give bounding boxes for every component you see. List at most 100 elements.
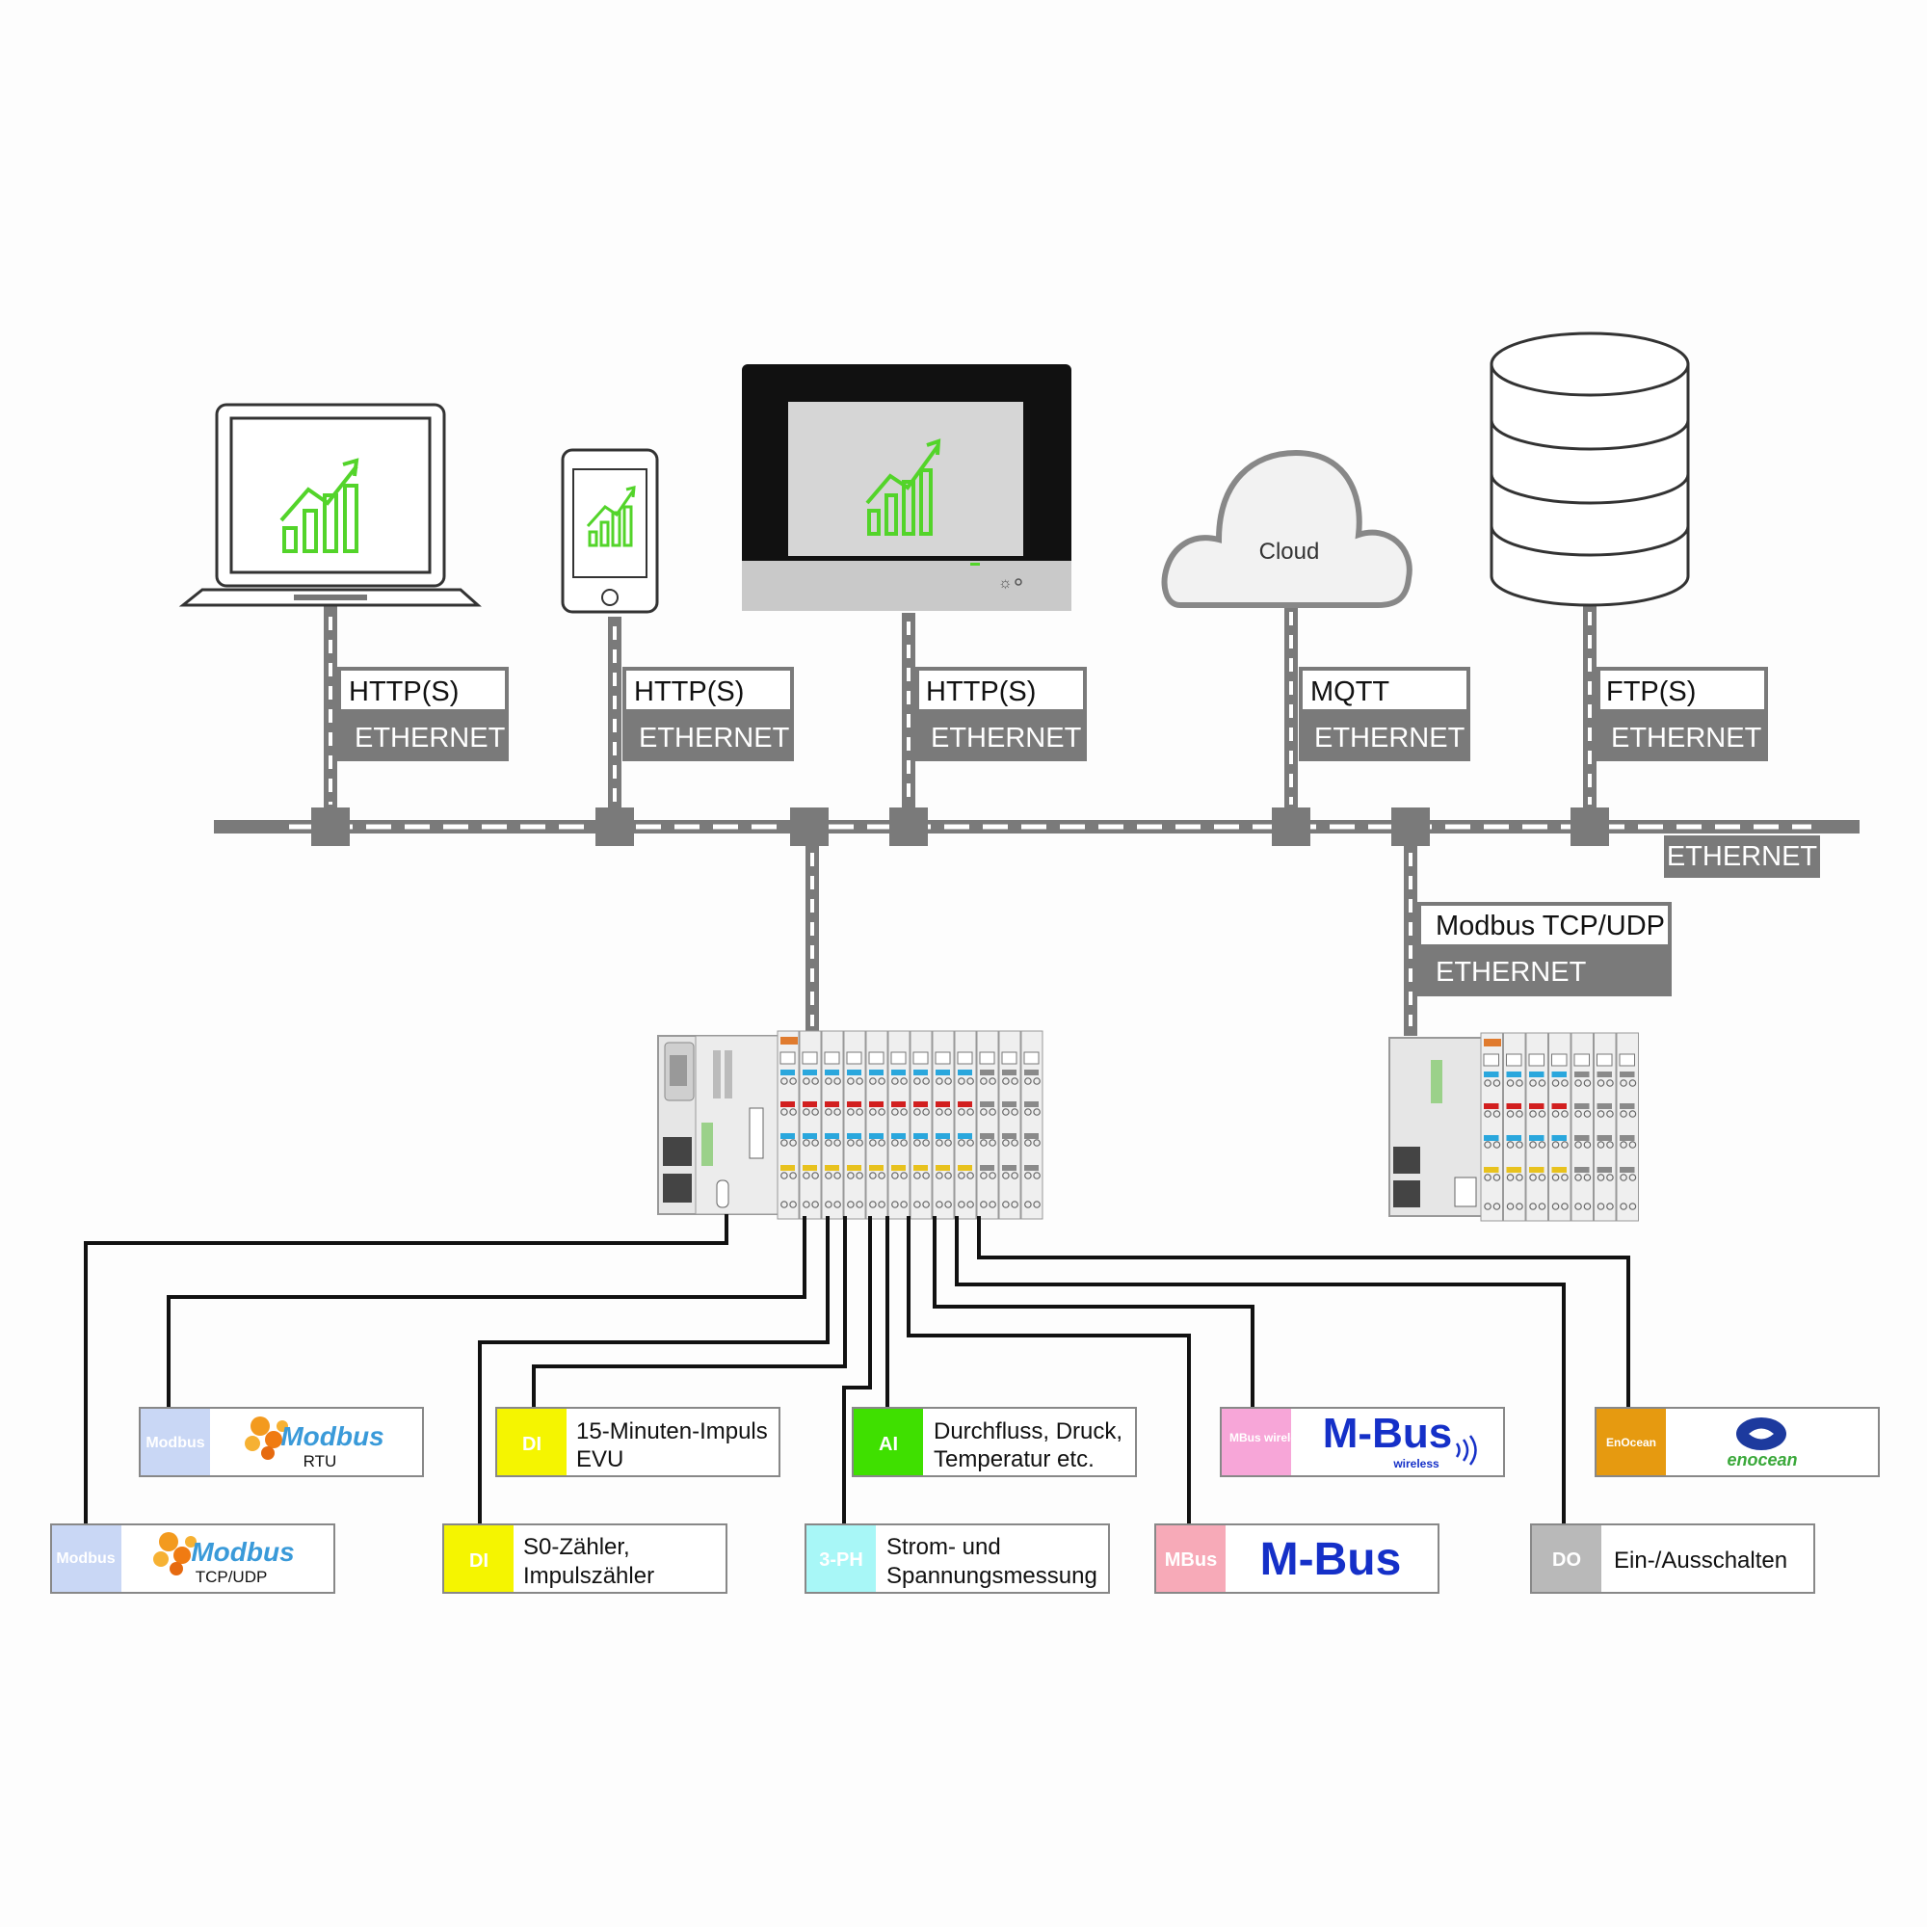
interface-tag: AI <box>879 1434 898 1455</box>
io-module <box>865 1030 888 1220</box>
io-module <box>1616 1032 1639 1222</box>
interface-sub: wireless <box>1392 1457 1439 1470</box>
interface-tag: DI <box>469 1550 488 1572</box>
interface-tag: EnOcean <box>1606 1436 1656 1449</box>
cloud-label: Cloud <box>1259 539 1320 565</box>
modbus-logo-icon <box>245 1416 288 1460</box>
interface-desc-line1: 15-Minuten-Impuls <box>576 1418 768 1444</box>
io-module-stack <box>1480 1032 1639 1222</box>
touch-panel-icon: ☼ <box>742 364 1071 611</box>
io-module <box>910 1030 933 1220</box>
interface-desc-line2: Temperatur etc. <box>934 1446 1095 1472</box>
interface-tag: Modbus <box>56 1550 115 1567</box>
protocol-box-cloud: MQTT ETHERNET <box>1299 667 1470 761</box>
interface-do: DO Ein-/Ausschalten <box>1530 1523 1815 1594</box>
interface-tag: DO <box>1552 1549 1581 1571</box>
growth-chart-icon <box>865 438 941 536</box>
bus-label-box <box>1664 835 1820 878</box>
interface-mbus-wireless: MBus wireless M-Bus wireless <box>1220 1407 1505 1477</box>
protocol-box-database: FTP(S) ETHERNET <box>1597 667 1768 761</box>
interface-sub: TCP/UDP <box>196 1568 268 1586</box>
io-module <box>1571 1032 1594 1222</box>
power-module-marker <box>1484 1039 1501 1046</box>
cloud-icon: Cloud <box>1161 449 1412 608</box>
protocol-label: MQTT <box>1310 676 1389 707</box>
interface-logo-text: M-Bus <box>1260 1534 1402 1585</box>
wireless-waves-icon <box>1455 1435 1477 1466</box>
interface-desc-line2: Impulszähler <box>523 1563 654 1589</box>
interface-desc-line1: Strom- und <box>886 1534 1001 1560</box>
protocol-box-modbus-tcp: Modbus TCP/UDP ETHERNET <box>1417 902 1672 996</box>
interface-logo-text: Modbus <box>280 1421 383 1451</box>
laptop-icon <box>178 403 482 607</box>
interface-tag: MBus <box>1165 1549 1217 1571</box>
io-module <box>1503 1032 1526 1222</box>
protocol-box-laptop: HTTP(S) ETHERNET <box>337 667 509 761</box>
interface-ai: AI Durchfluss, Druck, Temperatur etc. <box>852 1407 1137 1477</box>
interface-desc-line2: EVU <box>576 1446 623 1472</box>
power-module-marker <box>780 1037 798 1045</box>
protocol-label: HTTP(S) <box>634 676 744 707</box>
interface-logo-text: M-Bus <box>1323 1410 1452 1457</box>
io-module-stack <box>777 1030 1043 1220</box>
io-module <box>821 1030 844 1220</box>
interface-mbus: MBus M-Bus <box>1154 1523 1439 1594</box>
protocol-label: Modbus TCP/UDP <box>1436 911 1665 941</box>
interface-sub: RTU <box>304 1452 337 1470</box>
io-module <box>799 1030 822 1220</box>
medium-label: ETHERNET <box>931 723 1082 754</box>
plc-controller-secondary <box>1388 1032 1639 1222</box>
medium-label: ETHERNET <box>355 723 506 754</box>
io-module <box>1594 1032 1617 1222</box>
io-module <box>1480 1032 1503 1222</box>
interface-desc-line1: S0-Zähler, <box>523 1534 630 1560</box>
plc-controller-main <box>657 1030 1043 1220</box>
enocean-logo-icon <box>1736 1417 1786 1450</box>
bus-label: ETHERNET <box>1667 841 1818 872</box>
interface-tag: DI <box>522 1434 541 1455</box>
io-module <box>1020 1030 1043 1220</box>
interface-tag: MBus wireless <box>1229 1431 1310 1444</box>
io-module <box>954 1030 977 1220</box>
field-wiring <box>84 1214 1630 1524</box>
io-module <box>777 1030 800 1220</box>
interface-logo-text: enocean <box>1727 1450 1797 1469</box>
medium-label: ETHERNET <box>1611 723 1762 754</box>
io-module <box>843 1030 866 1220</box>
interface-modbus-tcp: Modbus Modbus TCP/UDP <box>50 1523 335 1594</box>
interface-3ph: 3-PH Strom- und Spannungsmessung <box>805 1523 1110 1594</box>
interface-di-s0: DI S0-Zähler, Impulszähler <box>442 1523 727 1594</box>
protocol-box-panel: HTTP(S) ETHERNET <box>915 667 1087 761</box>
medium-label: ETHERNET <box>1314 723 1465 754</box>
interface-desc-line1: Durchfluss, Druck, <box>934 1418 1122 1444</box>
protocol-label: FTP(S) <box>1606 676 1696 707</box>
io-module <box>887 1030 911 1220</box>
modbus-logo-icon <box>153 1532 197 1575</box>
interface-logo-text: Modbus <box>191 1537 294 1567</box>
growth-chart-icon <box>586 486 636 547</box>
protocol-box-phone: HTTP(S) ETHERNET <box>622 667 794 761</box>
interface-tag: 3-PH <box>819 1549 863 1571</box>
io-module <box>998 1030 1021 1220</box>
growth-chart-icon <box>279 458 359 553</box>
protocol-label: HTTP(S) <box>926 676 1036 707</box>
smartphone-icon <box>561 448 659 614</box>
io-module <box>1548 1032 1571 1222</box>
interface-desc-line1: Ein-/Ausschalten <box>1614 1548 1787 1574</box>
medium-label: ETHERNET <box>639 723 790 754</box>
interface-modbus-rtu: Modbus Modbus RTU <box>139 1407 424 1477</box>
io-module <box>1525 1032 1548 1222</box>
io-module <box>976 1030 999 1220</box>
medium-label: ETHERNET <box>1436 957 1587 988</box>
database-icon <box>1490 331 1690 607</box>
ethernet-bus: ETHERNET <box>214 807 1860 878</box>
protocol-label: HTTP(S) <box>349 676 459 707</box>
io-module <box>932 1030 955 1220</box>
interface-enocean: EnOcean enocean <box>1595 1407 1880 1477</box>
interface-tag: Modbus <box>145 1435 204 1451</box>
interface-di-15min: DI 15-Minuten-Impuls EVU <box>495 1407 780 1477</box>
interface-desc-line2: Spannungsmessung <box>886 1563 1097 1589</box>
svg-text:☼: ☼ <box>998 575 1013 592</box>
